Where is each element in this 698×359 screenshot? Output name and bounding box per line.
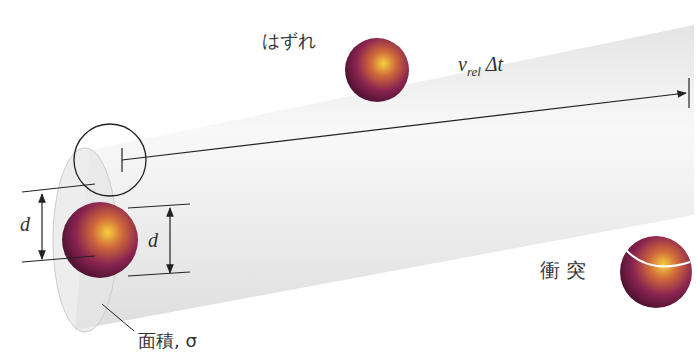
- extension-line: [22, 256, 95, 262]
- length-label: vrel Δt: [458, 52, 503, 80]
- dimension-arrow: [169, 208, 170, 273]
- extension-line: [128, 204, 190, 208]
- dimension-arrow: [41, 194, 42, 259]
- diameter-label: d: [148, 228, 158, 252]
- missed-molecule: [345, 38, 409, 102]
- leader-line: [102, 304, 134, 331]
- moving-molecule: [62, 202, 138, 278]
- extension-line: [22, 184, 95, 192]
- hit-molecule: [620, 236, 692, 308]
- miss-label: はずれ: [262, 30, 316, 52]
- diameter-label: d: [20, 212, 30, 236]
- extension-line: [128, 272, 190, 276]
- cylinder-body: [75, 25, 694, 330]
- area-label: 面積, σ: [138, 330, 197, 352]
- tick: [688, 78, 689, 108]
- length-arrow: [122, 93, 686, 160]
- collision-label: 衝 突: [540, 258, 586, 282]
- hit-mark: [626, 250, 690, 266]
